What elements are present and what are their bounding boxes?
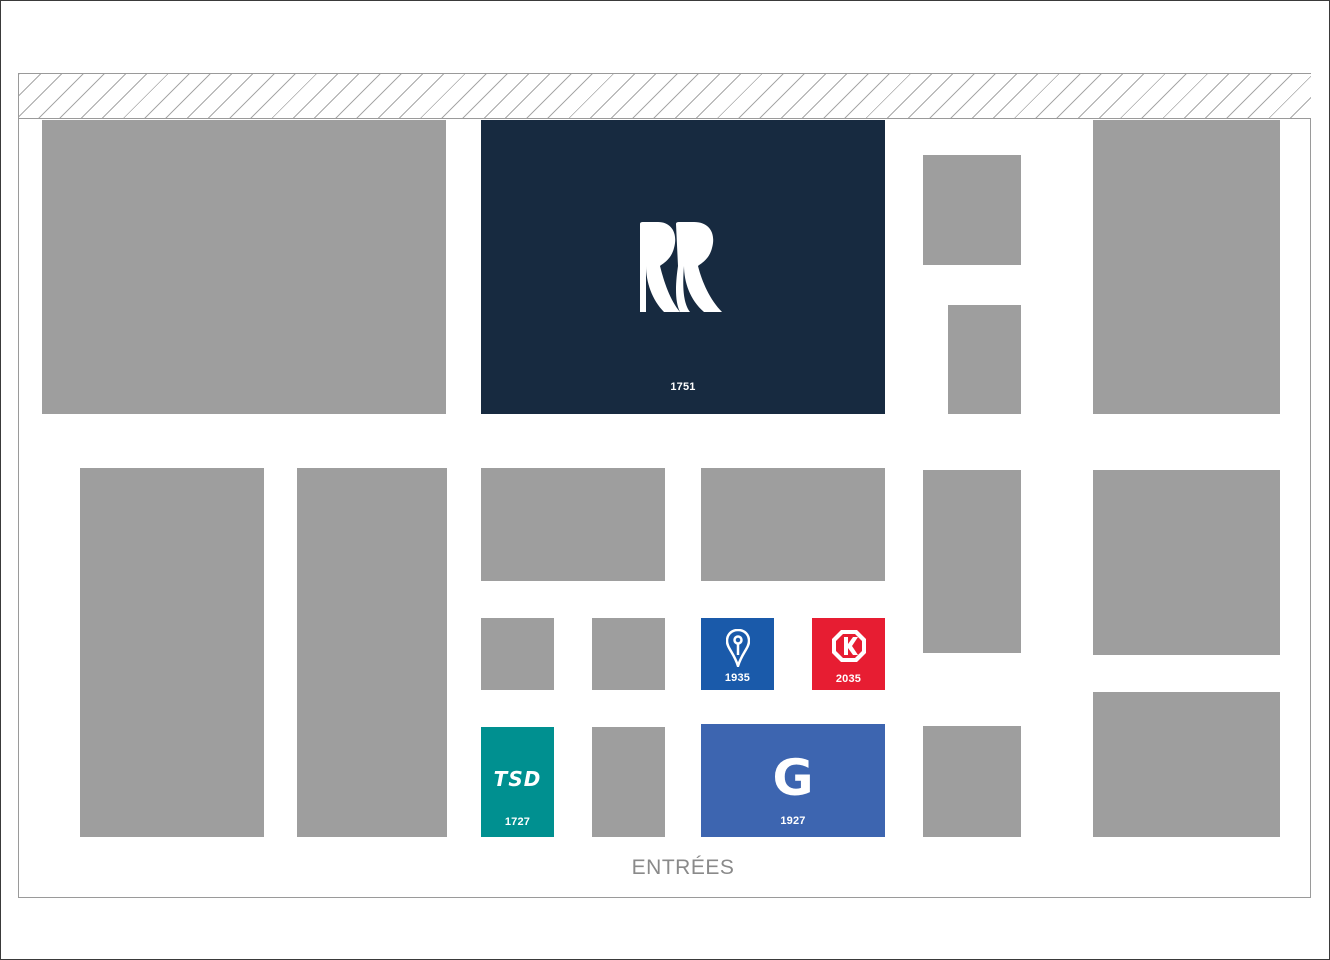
booth-1935[interactable]: 1935 [701,618,774,690]
booth-1751[interactable]: 1751 [481,120,885,414]
booth-1727[interactable]: TSD 1727 [481,727,554,837]
booth[interactable] [481,468,665,581]
rr-logo-icon [481,220,885,316]
booth-number: 1927 [780,815,806,827]
booth[interactable] [923,726,1021,837]
booth[interactable] [1093,470,1280,655]
booth-number: 2035 [835,673,862,685]
booth[interactable] [592,618,665,690]
booth-1927[interactable]: G 1927 [701,724,885,837]
booth[interactable] [592,727,665,837]
booth-number: 1935 [724,672,751,684]
k-badge-icon [812,629,885,663]
booth-number: 1751 [670,381,696,393]
booth[interactable] [42,120,446,414]
booth[interactable] [297,468,447,837]
g-logo: G [772,749,814,807]
booth[interactable] [1093,120,1280,414]
entrance-label: ENTRÉES [631,856,735,879]
booth[interactable] [80,468,264,837]
booth[interactable] [1093,692,1280,837]
booth[interactable] [701,468,885,581]
hatched-wall [19,74,1311,119]
map-pin-icon [701,629,774,667]
booth[interactable] [923,155,1021,265]
booth[interactable] [948,305,1021,414]
floor-plan [18,73,1311,898]
booth[interactable] [481,618,554,690]
booth-number: 1727 [504,816,531,828]
tsd-logo: TSD [493,767,542,791]
booth-2035[interactable]: 2035 [812,618,885,690]
booth[interactable] [923,470,1021,653]
